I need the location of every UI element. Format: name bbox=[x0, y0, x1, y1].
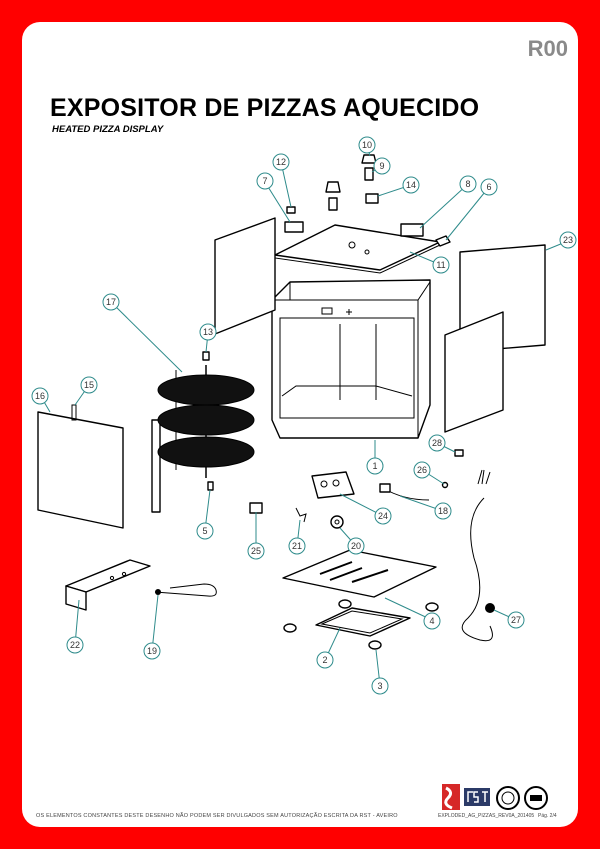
callout-20-text: 20 bbox=[351, 541, 361, 551]
callout-2-text: 2 bbox=[322, 655, 327, 665]
callout-5: 5 bbox=[196, 522, 214, 540]
control-panel bbox=[311, 471, 355, 499]
page-title: EXPOSITOR DE PIZZAS AQUECIDO bbox=[50, 94, 480, 122]
callout-17-text: 17 bbox=[106, 297, 116, 307]
callout-16: 16 bbox=[31, 387, 49, 405]
fitting-14 bbox=[365, 193, 379, 204]
component-20 bbox=[330, 515, 344, 529]
callout-22-text: 22 bbox=[70, 640, 80, 650]
callout-11-text: 11 bbox=[436, 260, 445, 270]
callout-8: 8 bbox=[459, 175, 477, 193]
callout-21-text: 21 bbox=[292, 541, 302, 551]
footer-notice: OS ELEMENTOS CONSTANTES DESTE DESENHO NÃ… bbox=[36, 813, 398, 819]
logos bbox=[442, 784, 548, 810]
callout-6: 6 bbox=[480, 178, 498, 196]
power-cord bbox=[461, 497, 493, 642]
pizza-shelves bbox=[157, 351, 255, 491]
fitting-10 bbox=[361, 154, 377, 164]
callout-4: 4 bbox=[423, 612, 441, 630]
callout-27: 27 bbox=[507, 611, 525, 629]
fitting-mid bbox=[325, 181, 341, 193]
callout-19-text: 19 bbox=[147, 646, 157, 656]
callout-27-text: 27 bbox=[511, 615, 521, 625]
callout-3-text: 3 bbox=[377, 681, 382, 691]
callout-24: 24 bbox=[374, 507, 392, 525]
callout-23-text: 23 bbox=[563, 235, 573, 245]
callout-12-text: 12 bbox=[276, 157, 286, 167]
callout-15: 15 bbox=[80, 376, 98, 394]
callout-28: 28 bbox=[428, 434, 446, 452]
callout-19: 19 bbox=[143, 642, 161, 660]
left-side-panel bbox=[214, 217, 276, 335]
fitting-6 bbox=[435, 235, 451, 247]
callout-9-text: 9 bbox=[379, 161, 384, 171]
file-reference: EXPLODED_AG_PIZZAS_REV0A_201405 bbox=[438, 813, 535, 819]
callout-21: 21 bbox=[288, 537, 306, 555]
fitting-12 bbox=[286, 206, 296, 214]
callout-5-text: 5 bbox=[202, 526, 207, 536]
component-25 bbox=[249, 502, 263, 514]
cert-logo-2 bbox=[524, 786, 548, 810]
callout-11: 11 bbox=[432, 256, 450, 274]
callout-18: 18 bbox=[434, 502, 452, 520]
callout-20: 20 bbox=[347, 537, 365, 555]
callout-10-text: 10 bbox=[362, 140, 372, 150]
callout-25-text: 25 bbox=[251, 546, 261, 556]
callout-2: 2 bbox=[316, 651, 334, 669]
page-subtitle: HEATED PIZZA DISPLAY bbox=[52, 124, 164, 135]
callout-10: 10 bbox=[358, 136, 376, 154]
heating-element bbox=[154, 583, 217, 597]
callout-25: 25 bbox=[247, 542, 265, 560]
rst-logo bbox=[464, 788, 490, 806]
fitting-9 bbox=[364, 167, 374, 181]
callout-7-text: 7 bbox=[262, 176, 267, 186]
callout-12: 12 bbox=[272, 153, 290, 171]
cabinet-body bbox=[271, 279, 431, 439]
callout-8-text: 8 bbox=[465, 179, 470, 189]
callout-24-text: 24 bbox=[378, 511, 388, 521]
callout-4-text: 4 bbox=[429, 616, 434, 626]
feet bbox=[283, 599, 439, 650]
callout-13: 13 bbox=[199, 323, 217, 341]
page-number: Pág. 2/4 bbox=[538, 813, 557, 819]
callout-1-text: 1 bbox=[372, 461, 377, 471]
bracket-22 bbox=[65, 559, 151, 593]
fitting-8 bbox=[400, 223, 424, 237]
callout-26: 26 bbox=[413, 461, 431, 479]
callout-22: 22 bbox=[66, 636, 84, 654]
front-door bbox=[37, 411, 124, 529]
callout-28-text: 28 bbox=[432, 438, 442, 448]
callout-14-text: 14 bbox=[406, 180, 416, 190]
cert-logo-1 bbox=[496, 786, 520, 810]
callout-9: 9 bbox=[373, 157, 391, 175]
drawing-sheet: R00 EXPOSITOR DE PIZZAS AQUECIDO HEATED … bbox=[22, 22, 578, 827]
callout-14: 14 bbox=[402, 176, 420, 194]
revision-label: R00 bbox=[527, 36, 568, 61]
callout-7: 7 bbox=[256, 172, 274, 190]
exploded-view-diagram: 1 2 3 4 5 6 7 8 9 10 11 12 13 14 15 16 1… bbox=[31, 136, 577, 695]
back-glass-panel bbox=[444, 311, 504, 433]
component-21 bbox=[295, 507, 307, 523]
callout-18-text: 18 bbox=[438, 506, 448, 516]
callout-15-text: 15 bbox=[84, 380, 94, 390]
callout-3: 3 bbox=[371, 677, 389, 695]
part-28 bbox=[454, 449, 464, 457]
callout-1: 1 bbox=[366, 457, 384, 475]
callout-17: 17 bbox=[102, 293, 120, 311]
callouts: 1 2 3 4 5 6 7 8 9 10 11 12 13 14 15 16 1… bbox=[31, 136, 577, 695]
callout-23: 23 bbox=[559, 231, 577, 249]
callout-26-text: 26 bbox=[417, 465, 427, 475]
heating-plate bbox=[282, 549, 437, 598]
callout-16-text: 16 bbox=[35, 391, 45, 401]
callout-6-text: 6 bbox=[486, 182, 491, 192]
flamme-logo bbox=[442, 784, 460, 810]
fitting-7 bbox=[284, 221, 304, 233]
callout-13-text: 13 bbox=[203, 327, 213, 337]
